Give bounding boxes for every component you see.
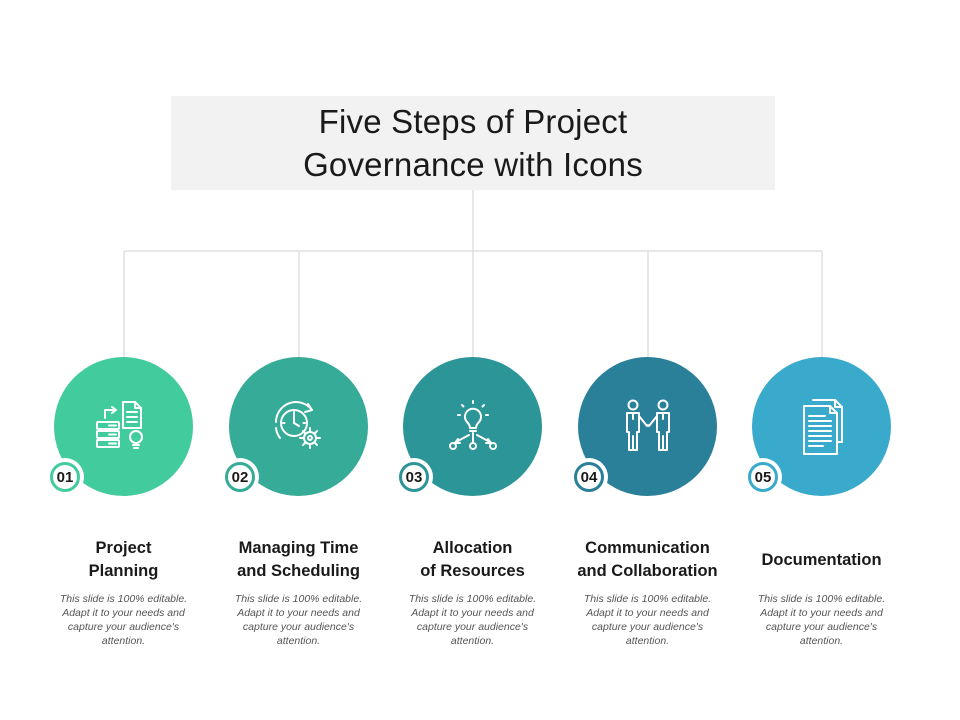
step-heading: Allocation of Resources <box>385 536 560 584</box>
step-number-badge: 03 <box>395 458 433 496</box>
step-description: This slide is 100% editable. Adapt it to… <box>757 593 886 647</box>
step-number: 04 <box>574 462 604 492</box>
step-number: 01 <box>50 462 80 492</box>
step-description: This slide is 100% editable. Adapt it to… <box>234 593 363 647</box>
step-heading: Documentation <box>734 536 909 584</box>
step-number: 02 <box>225 462 255 492</box>
title-box: Five Steps of Project Governance with Ic… <box>171 96 775 190</box>
documents-icon <box>802 398 843 455</box>
step-description: This slide is 100% editable. Adapt it to… <box>59 593 188 647</box>
step-heading-line-2: and Scheduling <box>237 562 360 580</box>
step-description: This slide is 100% editable. Adapt it to… <box>583 593 712 647</box>
step-heading-line-1: Allocation <box>432 539 513 557</box>
step-number-badge: 02 <box>221 458 259 496</box>
step-heading: Project Planning <box>36 536 211 584</box>
step-heading-line-2: Planning <box>88 562 159 580</box>
step-heading: Managing Time and Scheduling <box>211 536 386 584</box>
step-heading-line-1: Managing Time <box>238 539 359 557</box>
step-heading-line-2: and Collaboration <box>577 562 718 580</box>
step-description: This slide is 100% editable. Adapt it to… <box>408 593 537 647</box>
handshake-icon <box>625 399 670 451</box>
step-heading-line-1: Documentation <box>761 550 882 569</box>
clock-gear-icon <box>274 400 321 449</box>
step-number-badge: 04 <box>570 458 608 496</box>
step-heading: Communication and Collaboration <box>560 536 735 584</box>
step-heading-line-1: Communication <box>585 539 710 557</box>
title-line-1: Five Steps of Project <box>318 103 628 140</box>
step-number: 03 <box>399 462 429 492</box>
lightbulb-network-icon <box>448 399 497 450</box>
step-heading-line-1: Project <box>95 539 152 557</box>
title-line-2: Governance with Icons <box>303 146 643 183</box>
step-number: 05 <box>748 462 778 492</box>
step-number-badge: 05 <box>744 458 782 496</box>
planning-icon <box>95 400 143 449</box>
step-number-badge: 01 <box>46 458 84 496</box>
step-heading-line-2: of Resources <box>420 562 525 580</box>
